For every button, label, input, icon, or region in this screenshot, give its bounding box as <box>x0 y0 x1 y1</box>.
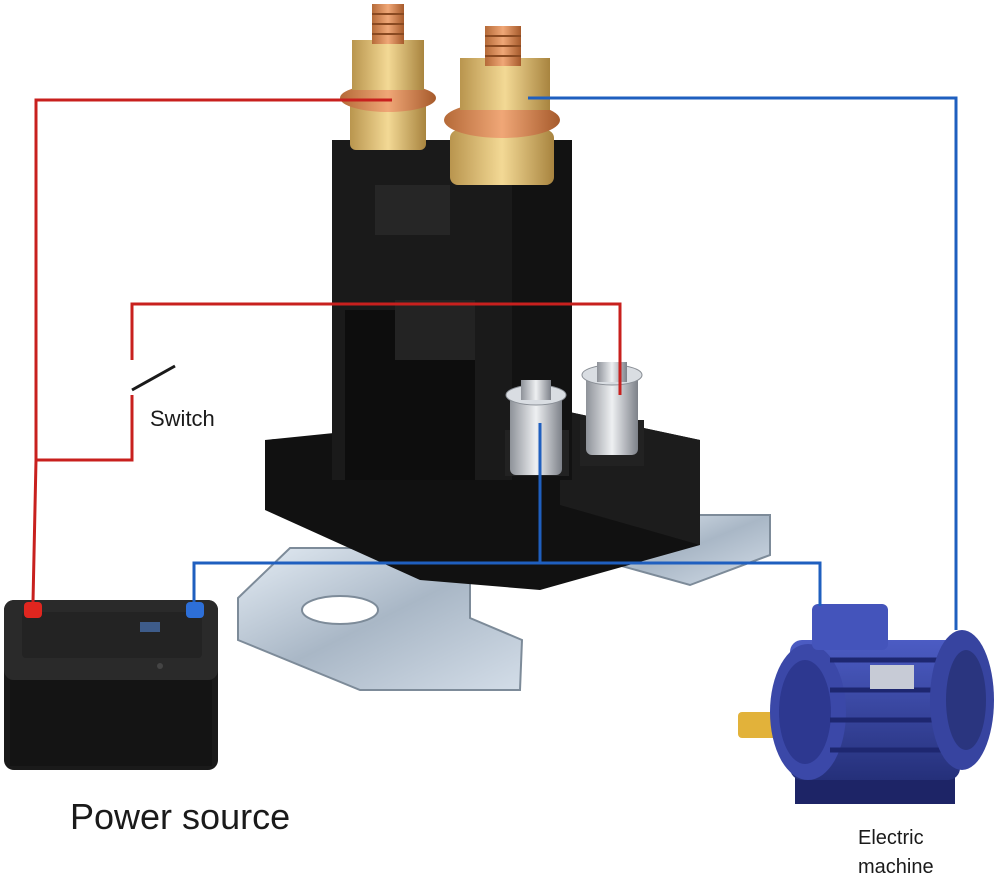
relay <box>237 4 771 691</box>
electric-machine-label-line2: machine <box>858 856 934 878</box>
wire-relay-to-motor <box>528 96 958 630</box>
switch-label: Switch <box>150 406 215 431</box>
negative-wires <box>192 96 958 630</box>
battery-positive-terminal <box>24 602 42 618</box>
switch <box>131 364 176 392</box>
wire-battery-to-relay <box>31 98 392 603</box>
relay-main-terminal <box>444 26 560 185</box>
battery-negative-terminal <box>186 602 204 618</box>
battery <box>4 600 218 770</box>
relay-main-terminal <box>340 4 436 150</box>
relay-coil-terminal <box>505 380 569 476</box>
relay-coil-terminal <box>580 362 644 466</box>
power-source-label: Power source <box>70 796 291 837</box>
positive-wires <box>31 98 622 603</box>
wire-to-switch <box>36 395 134 462</box>
electric-machine-label-line1: Electric <box>858 827 924 849</box>
wire-switch-to-coil <box>130 302 622 395</box>
electric-machine-label: Electric machine <box>858 824 988 882</box>
electric-motor <box>738 604 994 804</box>
wire-battery-negative <box>192 423 542 602</box>
wire-negative-to-motor <box>540 561 822 606</box>
